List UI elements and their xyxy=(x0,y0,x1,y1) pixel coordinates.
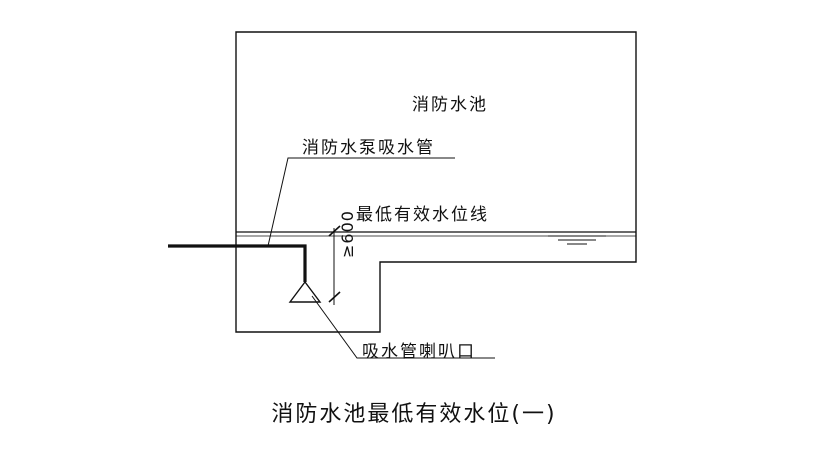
bell-mouth-leader xyxy=(311,295,495,359)
bell-mouth-label: 吸水管喇叭口 xyxy=(362,342,476,362)
suction-pipe xyxy=(168,244,307,282)
suction-pipe-label: 消防水泵吸水管 xyxy=(302,138,435,158)
min-water-level-label: 最低有效水位线 xyxy=(356,205,489,225)
dimension-label: ≥600 xyxy=(338,210,357,258)
water-surface-symbol xyxy=(548,235,606,245)
pool-label: 消防水池 xyxy=(412,95,488,115)
bell-mouth-icon xyxy=(288,280,322,303)
dimension-line xyxy=(328,225,341,305)
pool-outline xyxy=(235,31,637,333)
suction-pipe-leader xyxy=(267,157,455,247)
figure-caption: 消防水池最低有效水位(一) xyxy=(271,402,557,427)
